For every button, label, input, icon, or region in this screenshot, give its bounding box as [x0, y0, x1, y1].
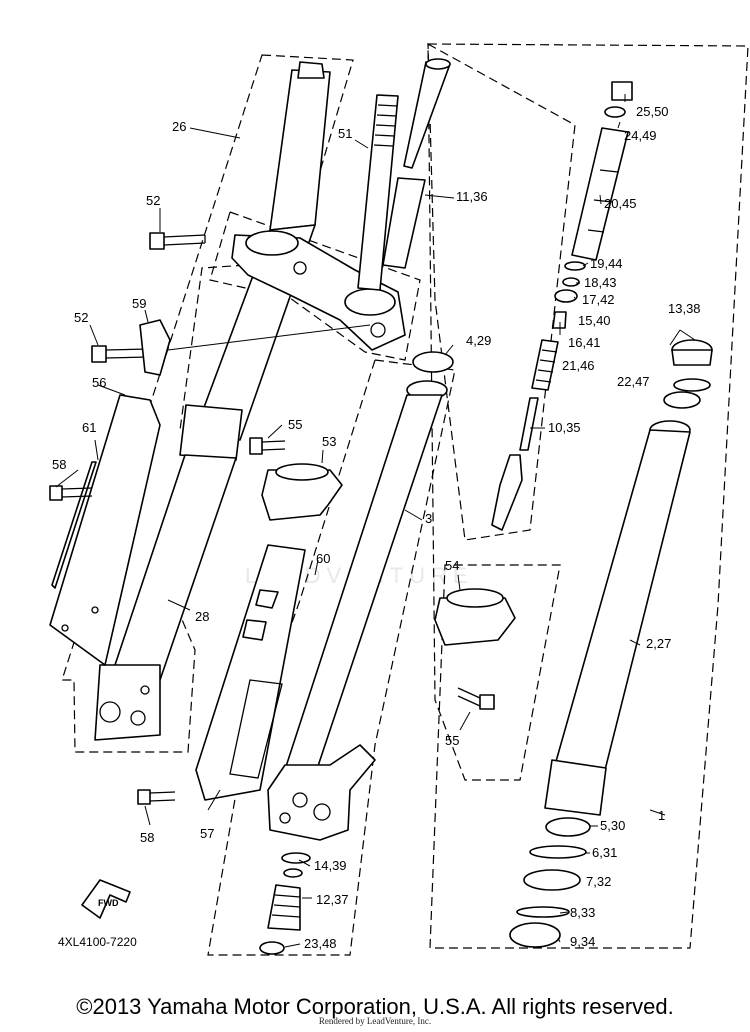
label-20-45: 20,45 — [604, 196, 637, 211]
fork-cap — [663, 339, 713, 409]
label-7-32: 7,32 — [586, 874, 611, 889]
label-12-37: 12,37 — [316, 892, 349, 907]
leader-lines — [55, 94, 696, 948]
label-21-46: 21,46 — [562, 358, 595, 373]
damper-rod-parts — [491, 81, 633, 531]
callout-labels: 1 3 26 28 51 52 52 53 54 55 55 56 57 58 … — [52, 104, 701, 951]
inner-tube-upper — [382, 58, 451, 269]
fork-clamp-53 — [261, 463, 343, 521]
label-58-bottom: 58 — [140, 830, 154, 845]
seals-stack — [509, 817, 591, 948]
label-15-40: 15,40 — [578, 313, 611, 328]
diagram-code: 4XL4100-7220 — [58, 935, 137, 949]
rendered-by-note: Rendered by LeadVenture, Inc. — [318, 1016, 432, 1026]
group-box-right-fork — [427, 43, 749, 949]
label-57: 57 — [200, 826, 214, 841]
label-11-36: 11,36 — [456, 189, 488, 204]
label-55-lower: 55 — [445, 733, 459, 748]
label-2-27: 2,27 — [646, 636, 671, 651]
bolt-58-bottom — [137, 789, 176, 805]
steering-stem — [357, 94, 399, 291]
label-4-29: 4,29 — [466, 333, 491, 348]
bolt-55-upper — [249, 437, 286, 455]
copyright-notice: ©2013 Yamaha Motor Corporation, U.S.A. A… — [76, 994, 674, 1019]
outer-tube-right — [544, 420, 691, 816]
axle-bracket — [267, 744, 376, 841]
bolt-52-upper — [149, 232, 206, 250]
label-53: 53 — [322, 434, 336, 449]
label-54: 54 — [445, 558, 459, 573]
label-18-43: 18,43 — [584, 275, 617, 290]
fwd-arrow-icon: FWD — [81, 879, 131, 919]
inner-tube-3 — [279, 351, 454, 791]
fork-clamp-54 — [434, 588, 516, 646]
label-3: 3 — [425, 511, 432, 526]
label-22-47: 22,47 — [617, 374, 650, 389]
fwd-label: FWD — [98, 898, 119, 908]
bracket-59 — [139, 319, 171, 376]
bolt-52-lower — [91, 345, 149, 363]
steering-bracket — [231, 230, 406, 351]
label-9-34: 9,34 — [570, 934, 595, 949]
front-fork-exploded-diagram: FWD — [49, 42, 749, 956]
label-19-44: 19,44 — [590, 256, 623, 271]
label-10-35: 10,35 — [548, 420, 581, 435]
label-17-42: 17,42 — [582, 292, 615, 307]
label-6-31: 6,31 — [592, 845, 617, 860]
group-box-inner-parts — [427, 42, 576, 541]
fork-leg-lower — [195, 544, 306, 801]
label-58-left: 58 — [52, 457, 66, 472]
label-16-41: 16,41 — [568, 335, 601, 350]
label-28: 28 — [195, 609, 209, 624]
bottom-parts — [259, 852, 311, 955]
label-8-33: 8,33 — [570, 905, 595, 920]
label-13-38: 13,38 — [668, 301, 701, 316]
bolt-58-left — [49, 485, 93, 501]
label-60: 60 — [316, 551, 330, 566]
label-1: 1 — [658, 808, 665, 823]
label-61: 61 — [82, 420, 96, 435]
group-box-bracket — [209, 211, 421, 361]
label-56: 56 — [92, 375, 106, 390]
label-59: 59 — [132, 296, 146, 311]
label-14-39: 14,39 — [314, 858, 347, 873]
fork-guard — [49, 394, 161, 666]
label-55-upper: 55 — [288, 417, 302, 432]
label-25-50: 25,50 — [636, 104, 669, 119]
label-26: 26 — [172, 119, 186, 134]
label-52-upper: 52 — [146, 193, 160, 208]
label-24-49: 24,49 — [624, 128, 657, 143]
bolt-55-lower — [457, 687, 495, 710]
label-23-48: 23,48 — [304, 936, 337, 951]
label-51: 51 — [338, 126, 352, 141]
label-52-lower: 52 — [74, 310, 88, 325]
label-5-30: 5,30 — [600, 818, 625, 833]
